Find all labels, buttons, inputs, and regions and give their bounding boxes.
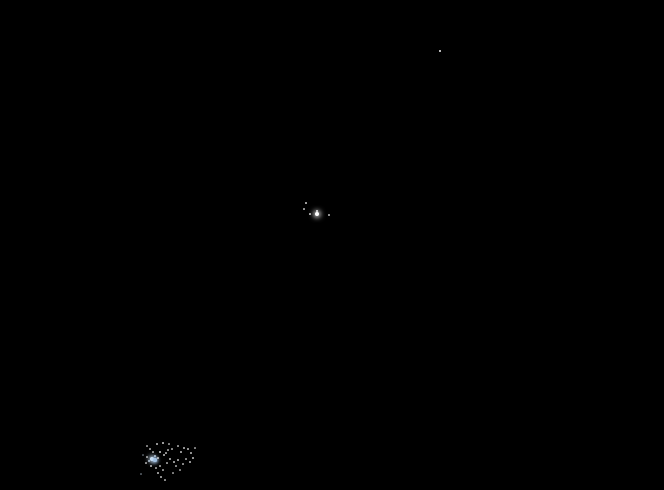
star-point xyxy=(157,472,159,474)
star-point xyxy=(149,448,151,450)
star-point xyxy=(303,208,305,210)
star-point xyxy=(160,476,162,478)
star-point xyxy=(164,479,166,481)
star-point xyxy=(192,457,194,459)
star-point xyxy=(159,451,161,453)
star-point xyxy=(148,460,150,462)
star-point xyxy=(177,459,179,461)
star-point xyxy=(179,469,181,471)
star-point xyxy=(173,461,175,463)
star-point xyxy=(438,49,442,53)
star-point xyxy=(152,451,154,453)
star-point xyxy=(162,442,164,444)
star-point xyxy=(180,451,182,453)
star-point xyxy=(146,445,148,447)
star-point xyxy=(153,458,157,462)
star-point xyxy=(166,462,168,464)
star-point xyxy=(182,463,184,465)
star-point xyxy=(159,465,161,467)
star-point xyxy=(314,211,320,217)
star-point xyxy=(155,467,157,469)
star-point xyxy=(169,458,171,460)
star-point xyxy=(154,455,156,457)
star-point xyxy=(146,456,148,458)
star-point xyxy=(156,443,158,445)
star-point xyxy=(150,465,152,467)
star-point xyxy=(165,452,167,454)
star-point xyxy=(194,447,196,449)
star-point xyxy=(168,443,170,445)
star-point xyxy=(189,461,191,463)
star-point xyxy=(167,449,169,451)
star-point xyxy=(142,454,144,456)
star-point xyxy=(185,458,187,460)
star-point xyxy=(171,448,173,450)
star-point xyxy=(309,213,311,215)
star-point xyxy=(149,456,155,462)
star-point xyxy=(187,448,189,450)
star-point xyxy=(140,473,142,475)
star-point xyxy=(145,462,147,464)
star-point xyxy=(175,465,177,467)
star-point xyxy=(183,447,185,449)
star-point xyxy=(162,469,164,471)
star-point xyxy=(163,454,165,456)
star-point xyxy=(190,452,192,454)
star-point xyxy=(305,202,307,204)
star-point xyxy=(172,472,174,474)
star-point xyxy=(157,457,159,459)
star-point xyxy=(328,214,330,216)
star-point xyxy=(315,209,319,213)
star-point xyxy=(177,445,179,447)
